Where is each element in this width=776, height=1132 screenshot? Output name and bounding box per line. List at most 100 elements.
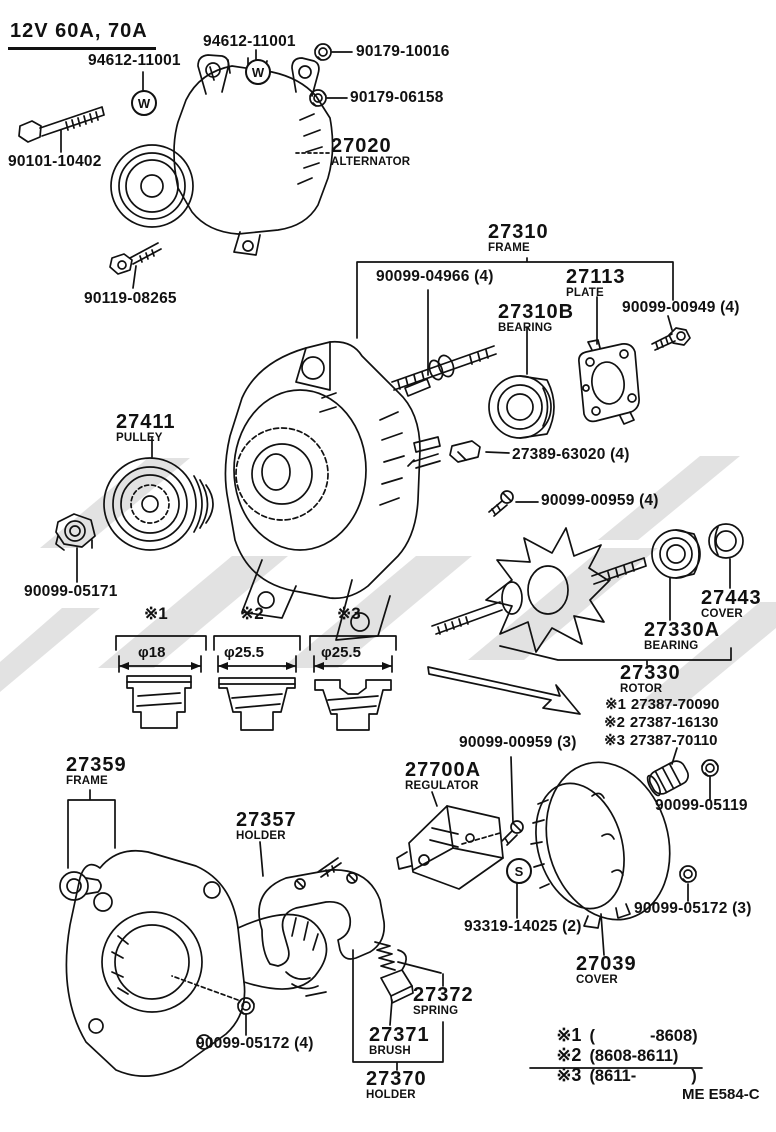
pulley-drawing bbox=[103, 457, 214, 551]
part-name: REGULATOR bbox=[405, 780, 479, 792]
part-label-94612-top: 94612-11001 bbox=[203, 33, 296, 50]
cover-rear-drawing bbox=[530, 761, 671, 929]
variant-mark: ※2 bbox=[556, 1045, 582, 1065]
page-title: 12V 60A, 70A bbox=[8, 20, 156, 50]
part-number: 27700A bbox=[405, 759, 482, 781]
bolt-90101-drawing bbox=[18, 106, 105, 143]
nut-05172-4-drawing bbox=[237, 997, 255, 1015]
part-label-90099-05172-3: 90099-05172 (3) bbox=[634, 900, 752, 917]
date-range-value: ( -8608) bbox=[589, 1027, 698, 1045]
washer-symbol: W bbox=[245, 59, 271, 85]
part-name: COVER bbox=[576, 974, 618, 986]
part-label-90099-00949: 90099-00949 (4) bbox=[622, 299, 740, 316]
callout-brush: 27371 BRUSH bbox=[369, 1025, 430, 1059]
part-label-90179-06158: 90179-06158 bbox=[350, 89, 444, 106]
variant-mark: ※2 bbox=[604, 714, 625, 731]
callout-plate: 27113 PLATE bbox=[566, 267, 626, 301]
callout-holder-brush: 27357 HOLDER bbox=[236, 810, 297, 844]
part-number: 27359 bbox=[66, 754, 127, 776]
nut-90179-10016-icon bbox=[314, 43, 332, 61]
part-number: 27020 bbox=[331, 135, 392, 157]
screw-00959-drawing bbox=[488, 490, 514, 517]
through-bolt-drawing bbox=[391, 345, 497, 391]
regulator-drawing bbox=[396, 805, 504, 890]
date-range-2: ※2 (8608-8611) bbox=[538, 1026, 678, 1085]
watermark bbox=[0, 456, 776, 706]
frame-rear-drawing bbox=[65, 849, 328, 1077]
washer-symbol: W bbox=[131, 90, 157, 116]
date-range-3: ※3(8611- ) bbox=[538, 1046, 697, 1105]
brush-holder-drawing bbox=[258, 857, 386, 997]
part-label-93319-14025: 93319-14025 (2) bbox=[464, 918, 582, 935]
part-number: 27039 bbox=[576, 953, 637, 975]
part-label-94612-left: 94612-11001 bbox=[88, 52, 181, 69]
part-number: 27113 bbox=[566, 266, 626, 288]
part-name: FRAME bbox=[66, 775, 108, 787]
callout-rotor: 27330 ROTOR bbox=[620, 663, 681, 697]
part-number: 27411 bbox=[116, 411, 176, 433]
variant-mark: ※1 bbox=[605, 696, 626, 713]
part-number: 27370 bbox=[366, 1068, 427, 1090]
bolt-00949-drawing bbox=[651, 327, 691, 351]
part-name: BEARING bbox=[644, 640, 699, 652]
date-range-value: (8611- ) bbox=[589, 1067, 697, 1085]
callout-bearing-rear: 27330A BEARING bbox=[644, 620, 720, 654]
callout-spring: 27372 SPRING bbox=[413, 985, 474, 1019]
part-label-90099-00959-4: 90099-00959 (4) bbox=[541, 492, 659, 509]
part-name: ROTOR bbox=[620, 683, 663, 695]
cover-small-drawing bbox=[708, 523, 744, 559]
part-label-90099-00959-3: 90099-00959 (3) bbox=[459, 734, 577, 751]
variant-cups-drawing bbox=[115, 635, 397, 731]
nut-05172-3-drawing bbox=[679, 865, 697, 883]
nut-05171-drawing bbox=[55, 513, 96, 551]
part-name: FRAME bbox=[488, 242, 530, 254]
part-number: 27371 bbox=[369, 1024, 430, 1046]
grommet-drawing bbox=[59, 871, 102, 901]
plate-drawing bbox=[578, 339, 640, 425]
plug-drawing bbox=[646, 760, 689, 797]
part-number: 27372 bbox=[413, 984, 474, 1006]
cup-variant-3-diameter: φ25.5 bbox=[321, 644, 361, 661]
cup-variant-1-mark: ※1 bbox=[144, 604, 168, 623]
cup-variant-2-mark: ※2 bbox=[240, 604, 264, 623]
date-range-1: ※1( -8608) bbox=[538, 1006, 698, 1065]
part-number: 27310B bbox=[498, 301, 575, 323]
part-number: 27357 bbox=[236, 809, 297, 831]
part-name: PULLEY bbox=[116, 432, 163, 444]
leader-lines bbox=[60, 49, 732, 1071]
variant-part: 27387-16130 bbox=[629, 714, 719, 731]
frame-front-drawing bbox=[224, 340, 441, 641]
callout-frame-rear: 27359 FRAME bbox=[66, 755, 127, 789]
callout-pulley: 27411 PULLEY bbox=[116, 412, 176, 446]
rotor-drawing bbox=[431, 527, 647, 653]
bearing-rear-drawing bbox=[651, 529, 701, 579]
callout-frame-front: 27310 FRAME bbox=[488, 222, 549, 256]
callout-holder-rear: 27370 HOLDER bbox=[366, 1069, 427, 1103]
cup-variant-3-mark: ※3 bbox=[337, 604, 361, 623]
part-label-90099-04966: 90099-04966 (4) bbox=[376, 268, 494, 285]
figure-code: ME E584-C bbox=[682, 1086, 760, 1103]
bearing-front-drawing bbox=[488, 375, 555, 439]
part-name: SPRING bbox=[413, 1005, 459, 1017]
part-number: 27330 bbox=[620, 662, 681, 684]
part-label-90179-10016: 90179-10016 bbox=[356, 43, 450, 60]
screw-00959-3-drawing bbox=[461, 820, 524, 846]
part-label-90099-05172-4: 90099-05172 (4) bbox=[196, 1035, 314, 1052]
date-range-value: (8608-8611) bbox=[589, 1047, 679, 1065]
cup-variant-1-diameter: φ18 bbox=[138, 644, 166, 661]
alternator-drawing bbox=[110, 54, 334, 256]
bolt-90119-drawing bbox=[109, 242, 162, 275]
variant-mark: ※3 bbox=[604, 732, 625, 749]
part-number: 27443 bbox=[701, 587, 762, 609]
part-label-90101-10402: 90101-10402 bbox=[8, 153, 102, 170]
part-label-90099-05119: 90099-05119 bbox=[655, 797, 748, 814]
spring-drawing bbox=[374, 941, 396, 971]
part-number: 27310 bbox=[488, 221, 549, 243]
callout-cover-small: 27443 COVER bbox=[701, 588, 762, 622]
part-label-27389-63020: 27389-63020 (4) bbox=[512, 446, 630, 463]
part-label-90099-05171: 90099-05171 bbox=[24, 583, 118, 600]
callout-bearing-front: 27310B BEARING bbox=[498, 302, 574, 336]
